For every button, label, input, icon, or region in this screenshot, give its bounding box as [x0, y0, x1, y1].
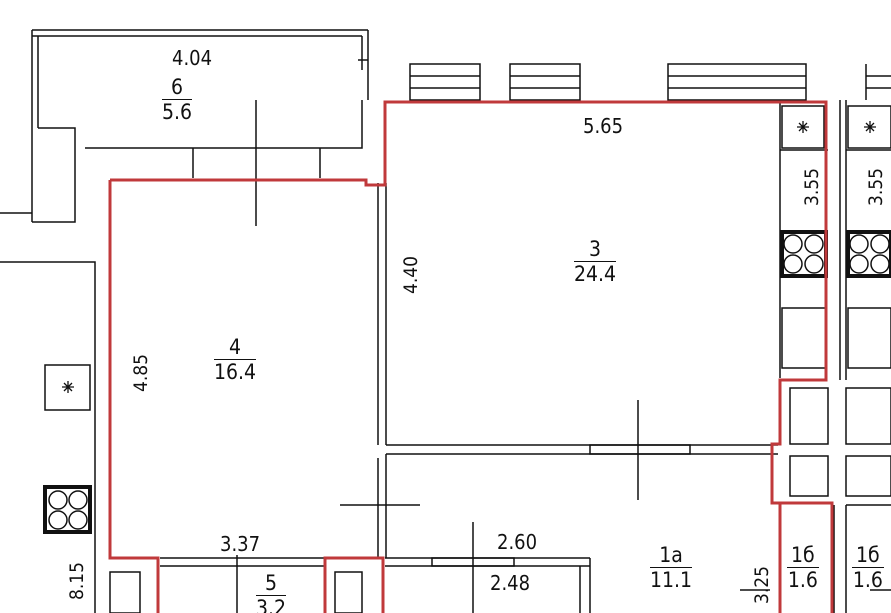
dim-2-48: 2.48 — [490, 571, 531, 595]
vent-box — [44, 364, 91, 411]
dim-8-15: 8.15 — [66, 561, 89, 601]
dim-3-25: 3.25 — [751, 565, 774, 605]
dim-4-85: 4.85 — [130, 353, 153, 393]
highlight-outline — [108, 100, 834, 613]
dim-3-55-right: 3.55 — [865, 167, 888, 207]
dim-3-55: 3.55 — [801, 167, 824, 207]
dim-4-40: 4.40 — [400, 255, 423, 295]
dim-5-65: 5.65 — [583, 114, 624, 138]
dim-2-60: 2.60 — [497, 530, 538, 554]
dim-4-04: 4.04 — [172, 46, 213, 70]
dim-3-37: 3.37 — [220, 532, 261, 556]
